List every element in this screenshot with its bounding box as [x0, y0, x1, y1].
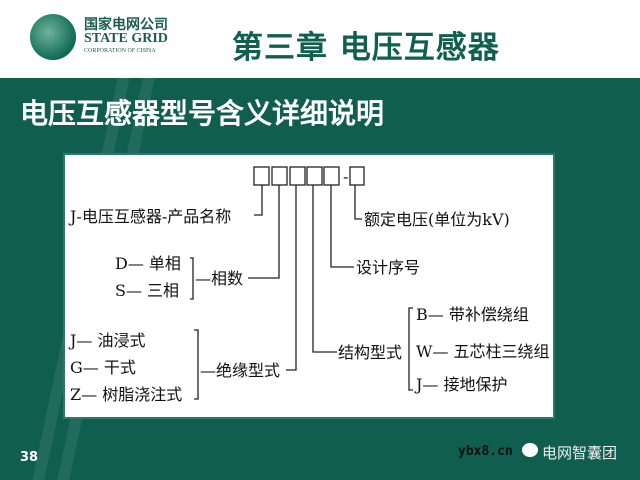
product-name-label: J-电压互感器-产品名称 — [68, 207, 231, 226]
insulation-option: J— 油浸式 — [68, 331, 146, 350]
structure-option: B— 带补偿绕组 — [416, 305, 529, 324]
watermark-account: 电网智囊团 — [542, 444, 618, 462]
code-box — [253, 166, 270, 186]
code-box — [306, 166, 323, 186]
slide-subtitle: 电压互感器型号含义详细说明 — [20, 97, 385, 130]
connector-phase — [248, 185, 280, 279]
page-number: 38 — [20, 450, 39, 465]
logo-subtitle: CORPORATION OF CHINA — [84, 48, 156, 54]
watermark-url: ybx8.cn — [458, 444, 513, 459]
code-box — [289, 166, 306, 186]
insulation-option: Z— 树脂浇注式 — [70, 385, 182, 404]
slide-header: 国家电网公司 STATE GRID CORPORATION OF CHINA 第… — [0, 0, 640, 78]
structure-label: 结构型式 — [338, 343, 402, 362]
phase-option: D— 单相 — [115, 254, 181, 273]
connector-product — [254, 185, 263, 216]
state-grid-logo-icon — [30, 14, 76, 60]
diagram-panel: - J-电压互感器-产品名称 D— 单相 S— 三相 —相数 J— 油浸式 G—… — [63, 153, 555, 419]
insulation-label: —绝缘型式 — [200, 361, 280, 380]
structure-option: W— 五芯柱三绕组 — [416, 342, 550, 361]
wechat-icon — [522, 443, 538, 457]
insulation-bracket — [194, 329, 199, 400]
code-box — [349, 166, 365, 186]
rated-voltage-label: 额定电压(单位为kV) — [364, 210, 510, 229]
code-box — [323, 166, 340, 186]
structure-brace — [408, 307, 413, 391]
connector-insulation — [286, 185, 297, 371]
phase-option: S— 三相 — [115, 281, 179, 300]
logo-english-name: STATE GRID — [84, 31, 168, 46]
phase-bracket — [190, 257, 194, 300]
connector-structure — [312, 185, 337, 353]
design-serial-label: 设计序号 — [356, 258, 420, 277]
model-code-diagram: - J-电压互感器-产品名称 D— 单相 S— 三相 —相数 J— 油浸式 G—… — [68, 166, 550, 404]
phase-label: —相数 — [195, 269, 243, 288]
code-dash: - — [343, 167, 348, 186]
code-box — [271, 166, 288, 186]
connector-design — [330, 185, 354, 268]
insulation-option: G— 干式 — [70, 358, 136, 377]
logo-chinese-name: 国家电网公司 — [84, 17, 168, 33]
chapter-title: 第三章 电压互感器 — [232, 30, 500, 66]
connector-voltage — [354, 185, 362, 220]
structure-option: J— 接地保护 — [414, 375, 508, 394]
